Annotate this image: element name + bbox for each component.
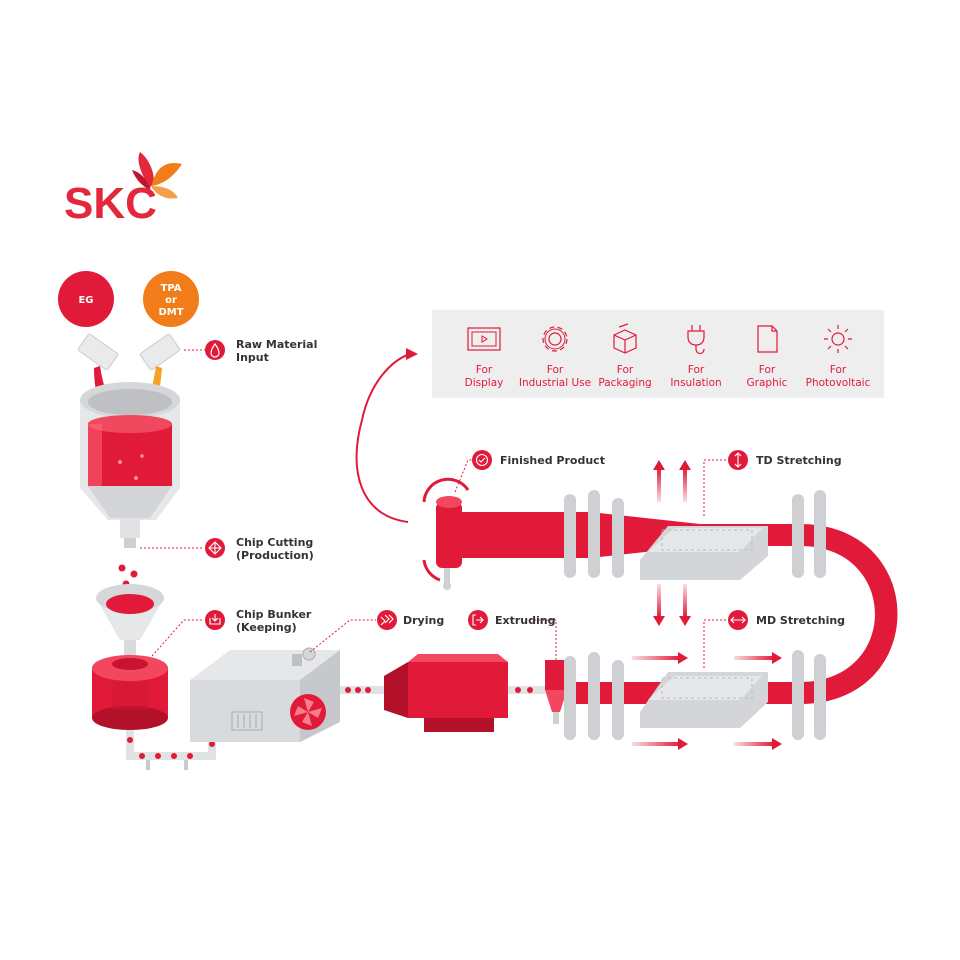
exit-arrow-icon <box>472 614 484 626</box>
application-prefix: For <box>547 364 564 376</box>
application-prefix: For <box>617 364 634 376</box>
chip-bunker-label-1: Chip Bunker <box>236 608 312 621</box>
plug-icon <box>687 325 705 355</box>
horizontal-arrows-icon <box>730 616 746 624</box>
tpa-dmt-bubble: TPA or DMT <box>143 271 199 327</box>
application-label: Graphic <box>747 377 788 389</box>
chip-bunker-label-2: (Keeping) <box>236 621 297 634</box>
or-label: or <box>165 295 177 306</box>
heat-waves-icon <box>380 614 394 626</box>
application-prefix: For <box>476 364 493 376</box>
raw-material-label-2: Input <box>236 351 269 364</box>
dryer-machine <box>190 647 400 742</box>
raw-material-label-1: Raw Material <box>236 338 317 351</box>
md-stretching-label: MD Stretching <box>756 614 845 627</box>
application-prefix: For <box>759 364 776 376</box>
applications-panel <box>432 310 884 398</box>
return-arrow <box>355 353 411 523</box>
drop-icon <box>210 342 220 358</box>
leader-lines <box>140 349 728 668</box>
td-stretch-arrows <box>653 460 691 626</box>
extruding-label: Extruding <box>495 614 555 627</box>
application-label: Display <box>465 377 504 389</box>
application-prefix: For <box>688 364 705 376</box>
md-stretch-arrows <box>632 652 782 750</box>
application-label: Photovoltaic <box>806 377 871 389</box>
application-prefix: For <box>830 364 847 376</box>
display-icon <box>467 327 501 351</box>
tpa-label: TPA <box>161 283 182 294</box>
md-heater <box>640 672 768 728</box>
finished-product-label: Finished Product <box>500 454 605 467</box>
application-label: Industrial Use <box>519 377 591 389</box>
application-label: Packaging <box>598 377 651 389</box>
skc-logo: SKC <box>64 152 182 228</box>
cutting-icon <box>208 541 222 555</box>
chip-bunker-machine <box>92 584 216 770</box>
step-chip-cutting: Chip Cutting (Production) <box>205 536 314 562</box>
rotation-arrow-icon <box>422 477 470 503</box>
step-chip-bunker: Chip Bunker (Keeping) <box>205 608 312 634</box>
sun-icon <box>824 325 852 353</box>
chip-cutting-label-2: (Production) <box>236 549 314 562</box>
dmt-label: DMT <box>158 307 183 318</box>
extruder-machine <box>384 654 567 732</box>
step-finished-product: Finished Product <box>472 450 605 470</box>
step-md-stretching: MD Stretching <box>728 610 845 630</box>
box-icon <box>613 323 637 354</box>
td-heater <box>640 526 768 580</box>
eg-label: EG <box>78 295 93 306</box>
butterfly-logo-icon <box>132 152 182 199</box>
chip-cutting-label-1: Chip Cutting <box>236 536 313 549</box>
gear-icon <box>542 326 568 352</box>
drying-label: Drying <box>403 614 444 627</box>
eg-bubble: EG <box>58 271 114 327</box>
step-td-stretching: TD Stretching <box>728 450 842 470</box>
download-tray-icon <box>209 614 221 625</box>
check-circle-icon <box>475 453 489 467</box>
step-extruding: Extruding <box>468 610 555 630</box>
step-raw-material: Raw Material Input <box>205 338 317 364</box>
vertical-arrows-icon <box>734 452 742 468</box>
raw-material-reactor <box>77 333 181 588</box>
td-stretching-label: TD Stretching <box>756 454 842 467</box>
document-icon <box>757 325 778 353</box>
rollers <box>564 490 826 740</box>
logo-text: SKC <box>64 179 157 228</box>
applications-panel-bg <box>432 310 884 398</box>
application-label: Insulation <box>670 377 721 389</box>
step-drying: Drying <box>377 610 444 630</box>
